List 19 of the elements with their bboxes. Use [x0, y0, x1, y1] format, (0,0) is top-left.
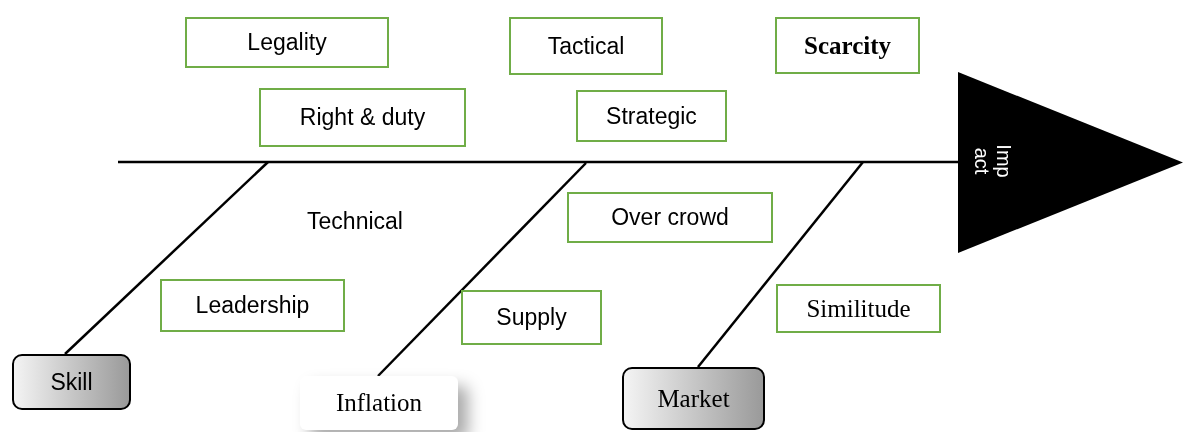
bone-line	[697, 161, 864, 368]
effect-label: Imp act	[971, 142, 1015, 180]
cause-box: Supply	[461, 290, 602, 345]
category-box: Skill	[12, 354, 131, 410]
cause-box: Over crowd	[567, 192, 773, 243]
cause-label: Technical	[290, 202, 420, 240]
cause-box: Tactical	[509, 17, 663, 75]
spine-line	[118, 160, 958, 164]
bone-line	[64, 161, 269, 355]
cause-box: Legality	[185, 17, 389, 68]
arrow-head-shape	[958, 72, 1183, 253]
cause-box: Scarcity	[775, 17, 920, 74]
cause-box: Right & duty	[259, 88, 466, 147]
cause-box: Strategic	[576, 90, 727, 142]
category-box: Inflation	[300, 376, 458, 430]
category-box: Market	[622, 367, 765, 430]
bone-line	[377, 162, 587, 377]
cause-box: Similitude	[776, 284, 941, 333]
cause-box: Leadership	[160, 279, 345, 332]
